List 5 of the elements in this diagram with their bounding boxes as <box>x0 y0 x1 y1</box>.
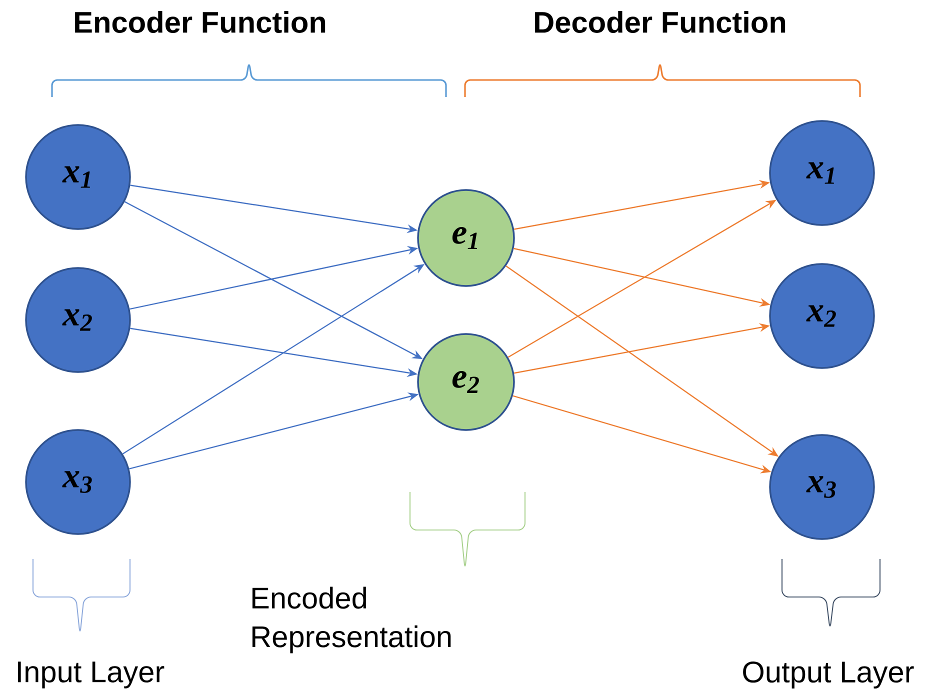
layer-label: Output Layer <box>743 661 914 689</box>
layer-label: Input Layer <box>18 662 164 688</box>
heading: Encoder Function <box>75 11 326 33</box>
layer-label: Encoded Representation <box>252 586 451 654</box>
heading: Decoder Function <box>535 11 786 33</box>
